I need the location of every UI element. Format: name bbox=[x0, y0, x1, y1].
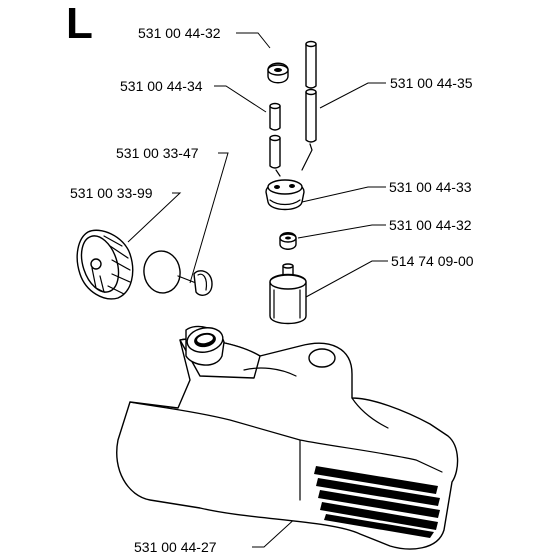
seal-ring-top bbox=[267, 62, 289, 84]
label-531-00-44-32-top: 531 00 44-32 bbox=[138, 25, 221, 41]
label-531-00-44-34: 531 00 44-34 bbox=[120, 78, 203, 94]
label-531-00-44-35: 531 00 44-35 bbox=[390, 75, 473, 91]
label-531-00-33-99: 531 00 33-99 bbox=[70, 185, 153, 201]
label-531-00-44-33: 531 00 44-33 bbox=[389, 179, 472, 195]
label-531-00-33-47: 531 00 33-47 bbox=[116, 145, 199, 161]
section-letter: L bbox=[66, 0, 93, 48]
label-514-74-09-00: 514 74 09-00 bbox=[391, 253, 474, 269]
leader-lines bbox=[127, 32, 388, 548]
grommet bbox=[265, 179, 305, 211]
washer-lower bbox=[279, 232, 297, 250]
fuel-tank bbox=[116, 325, 459, 550]
fuel-hose-short bbox=[269, 102, 281, 177]
fuel-cap bbox=[76, 229, 134, 300]
label-531-00-44-32-lower: 531 00 44-32 bbox=[389, 217, 472, 233]
label-531-00-44-27: 531 00 44-27 bbox=[134, 539, 217, 555]
cap-seal-disc bbox=[143, 250, 213, 296]
fuel-filter bbox=[269, 263, 307, 325]
fuel-hose-long bbox=[301, 40, 317, 171]
